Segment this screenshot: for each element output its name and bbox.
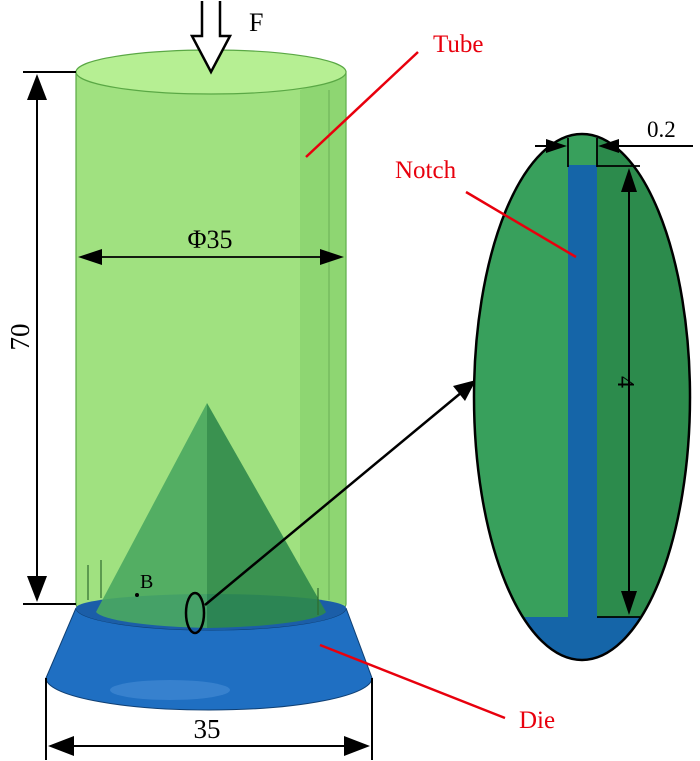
notch-slot-top	[568, 134, 597, 165]
height-arrow-top	[27, 74, 47, 100]
tube-callout-line	[305, 51, 419, 158]
height-value: 70	[5, 324, 35, 351]
notch-length-value: 4	[612, 376, 638, 388]
diameter-dimension	[78, 249, 344, 265]
diameter-value: Φ35	[187, 225, 232, 254]
force-arrow	[189, 1, 233, 75]
force-arrow-shape	[189, 1, 233, 75]
detail-leader-arrowhead	[453, 380, 476, 401]
detail-leader-line	[204, 391, 463, 606]
base-width-dimension	[45, 678, 373, 760]
detail-green-right	[597, 134, 690, 630]
detail-ellipse-outline	[472, 132, 692, 662]
die-label: Die	[519, 707, 555, 734]
notch-width-arrow-left	[546, 139, 567, 153]
cone-left-face	[96, 403, 207, 628]
base-arrow-right	[344, 736, 370, 756]
notch-width-dimension	[535, 138, 693, 167]
height-dimension	[23, 71, 76, 605]
detail-green-left	[474, 134, 568, 630]
notch-callout-line	[465, 190, 577, 259]
cone	[96, 403, 326, 628]
notch-length-arrow-top	[621, 168, 637, 192]
die-highlight	[110, 680, 230, 700]
diameter-arrow-left	[78, 249, 102, 265]
notch-width-value: 0.2	[647, 117, 676, 142]
force-label: F	[249, 8, 263, 37]
notch-width-arrow-right	[598, 139, 619, 153]
point-b-label: B	[140, 571, 153, 593]
height-arrow-bottom	[27, 576, 47, 602]
notch-marker-ellipse	[184, 591, 206, 635]
notch-slot	[568, 165, 597, 627]
notch-label: Notch	[395, 157, 457, 184]
cone-right-face	[207, 403, 326, 628]
notch-length-arrow-bottom	[621, 591, 637, 615]
tube-label: Tube	[433, 31, 484, 58]
tube-shade	[300, 72, 346, 610]
base-width-value: 35	[194, 714, 221, 744]
diameter-arrow-right	[320, 249, 344, 265]
base-arrow-left	[48, 736, 74, 756]
die-callout-line	[319, 643, 506, 720]
point-b-dot	[135, 593, 139, 597]
notch-length-dimension	[597, 165, 640, 618]
